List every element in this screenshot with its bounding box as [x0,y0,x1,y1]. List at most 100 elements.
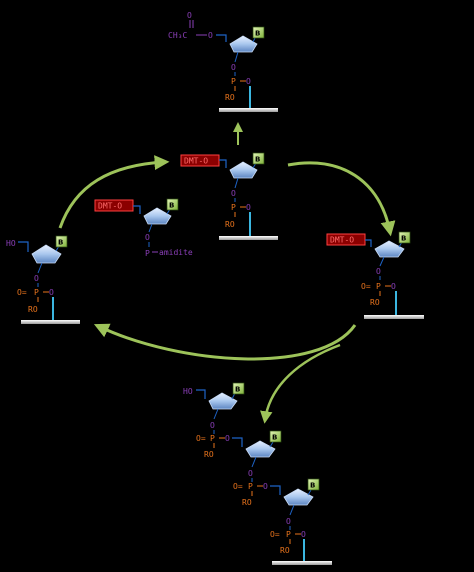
o-label: O [263,482,268,491]
sugar-ring [245,440,276,458]
phosphorus-label: P [231,77,236,86]
ro-label: RO [370,298,380,307]
base-box [307,478,320,491]
o3-label: O [286,517,291,526]
ester-o-label: O [208,31,213,40]
capped-nucleotide-top: O CH₃C O B O P O RO [168,11,278,112]
base-label: B [169,202,174,210]
base-label: B [272,434,277,442]
o3-bond [213,408,219,420]
sugar-ring [229,161,258,179]
dmt-label: DMT-O [98,202,122,211]
o3-label: O [145,233,150,242]
o-label: O [225,434,230,443]
sugar-ring [208,392,238,410]
sugar-ring [143,207,172,225]
o3-label: O [376,267,381,276]
o5-linker [216,34,227,42]
ro-label: RO [28,305,38,314]
o3-label: O [210,421,215,430]
eq-o-label: O= [270,530,280,539]
o5-linker [365,239,372,247]
sugar-ring [283,488,314,506]
base-box [398,231,411,244]
base-box [232,382,245,395]
o5-linker [133,205,141,214]
o3-bond [251,456,257,468]
o3-bond [234,177,239,189]
base-label: B [255,156,260,164]
o-label: O [391,282,396,291]
arrow-to-right-intermediate [287,161,396,237]
hydroxyl-nucleotide-left: HO B O O= P O RO [6,235,80,324]
eq-o-label: O= [17,288,27,297]
base-box [55,235,68,248]
sugar-ring [31,244,62,264]
phosphorus-label: P [376,282,381,291]
sugar-ring [229,35,258,53]
phosphorus-label: P [210,434,215,443]
o5-linker-3 [270,485,281,495]
phosphorus-label: P [231,203,236,212]
o-label: O [246,203,251,212]
ch3c-label: CH₃C [168,31,187,40]
base-box [252,152,265,165]
base-label: B [235,386,240,394]
eq-o-label: O= [361,282,371,291]
sugar-ring [374,240,405,258]
o3-label: O [248,469,253,478]
base-bond [269,441,274,448]
ro-label: RO [225,93,235,102]
phosphorus-label: P [248,482,253,491]
o5-linker [219,159,227,168]
base-box [166,198,179,211]
ro-label: RO [280,546,290,555]
ro-label: RO [225,220,235,229]
o5-linker-2 [232,437,243,447]
base-box [252,26,265,39]
o-label: O [246,77,251,86]
o3-bond [148,223,153,233]
trinucleotide-chain: HO B O O= P O RO B O O= P O RO B [183,382,332,565]
o3-label: O [231,189,236,198]
phosphorus-label: P [34,288,39,297]
o3-bond [289,504,295,516]
base-label: B [401,235,406,243]
solid-support [364,315,424,319]
base-bond [307,489,312,496]
phosphorus-label: P [145,249,150,258]
base-label: B [310,482,315,490]
arrow-down-to-chain [260,343,341,424]
arrow-to-activated-amidite [58,155,170,229]
o3-bond [37,262,43,274]
eq-o-label: O= [233,482,243,491]
ro-label: RO [242,498,252,507]
base-box [269,430,282,443]
o3-label: O [34,274,39,283]
solid-support [21,320,80,324]
carbonyl-o-label: O [187,11,192,20]
eq-o-label: O= [196,434,206,443]
o3-bond [234,51,239,63]
o3-label: O [231,63,236,72]
ro-label: RO [204,450,214,459]
ho-label: HO [183,387,193,396]
dmt-label: DMT-O [184,157,208,166]
o5-linker [18,241,29,252]
solid-support [219,108,278,112]
base-label: B [255,30,260,38]
amidite-label: amidite [159,248,193,257]
o-label: O [301,530,306,539]
dmt-nucleotide-right: DMT-O B O O= P O RO [326,231,424,319]
o3-bond [379,256,385,267]
o5-linker [196,389,206,399]
dmt-nucleotide-center: DMT-O B O P O RO [180,152,278,240]
ho-label: HO [6,239,16,248]
phosphorus-label: P [286,530,291,539]
solid-support [272,561,332,565]
solid-support [219,236,278,240]
dmt-phosphoramidite-monomer: DMT-O B O P amidite [94,198,193,258]
arrow-back-to-left-start [93,323,357,361]
base-label: B [58,239,63,247]
